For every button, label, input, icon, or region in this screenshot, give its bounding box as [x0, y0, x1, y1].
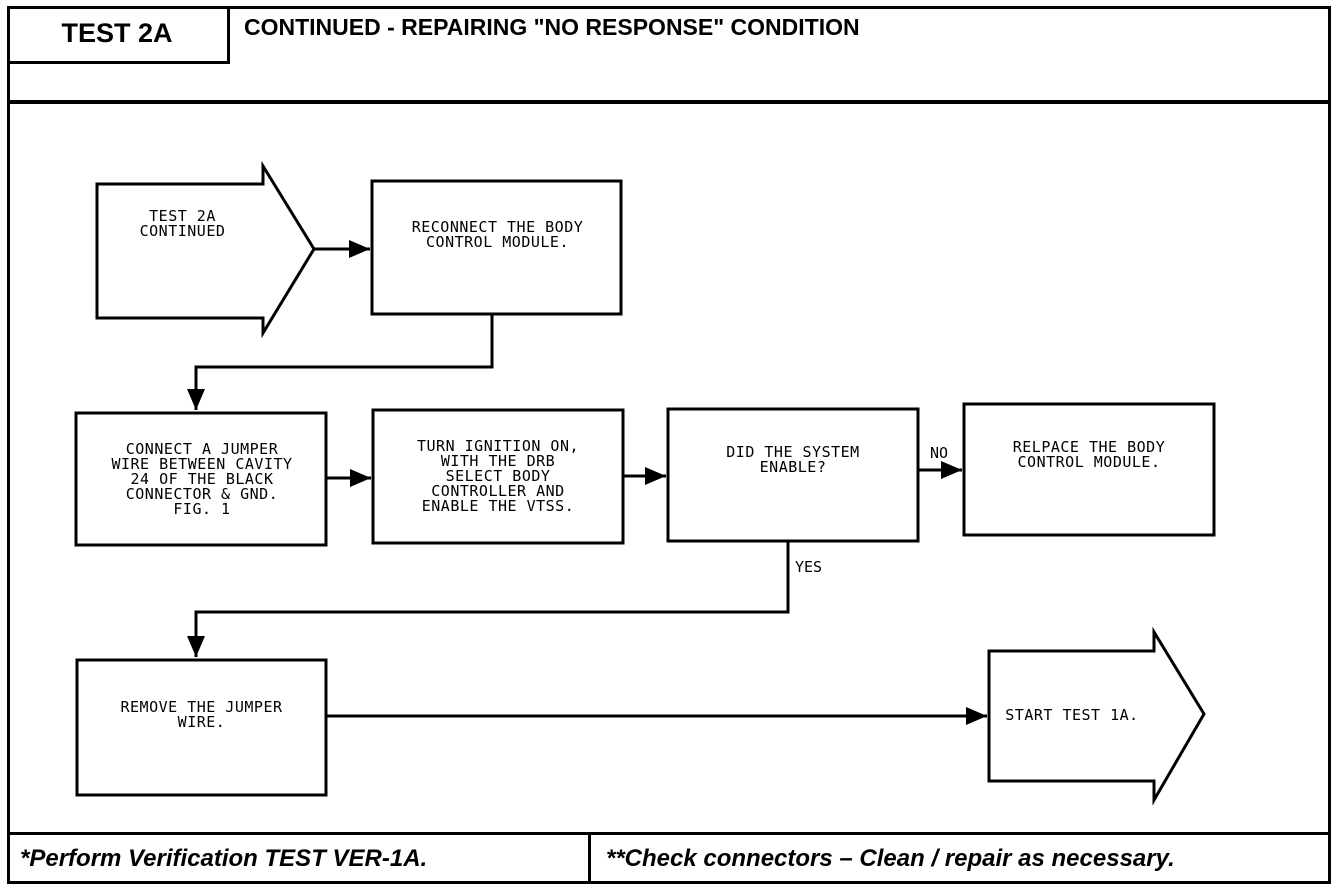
connector-decision-remove	[187, 541, 790, 657]
jumper-text: CONNECT A JUMPER WIRE BETWEEN CAVITY 24 …	[111, 439, 293, 518]
remove-box	[75, 658, 328, 797]
ignition-text: TURN IGNITION ON, WITH THE DRB SELECT BO…	[416, 436, 580, 515]
no-label: NO	[930, 444, 949, 462]
start-arrow-text: TEST 2A CONTINUED	[139, 207, 226, 240]
replace-text: RELPACE THE BODY CONTROL MODULE.	[1012, 438, 1166, 471]
header-divider	[7, 100, 1331, 104]
replace-box	[962, 402, 1216, 537]
end-arrow-text: START TEST 1A.	[1005, 705, 1139, 724]
footer-divider	[7, 832, 1331, 835]
footer-note-left: *Perform Verification TEST VER-1A.	[20, 845, 428, 872]
reconnect-text: RECONNECT THE BODY CONTROL MODULE.	[411, 218, 584, 251]
footer-separator	[588, 832, 591, 884]
decision-text: DID THE SYSTEM ENABLE?	[726, 443, 860, 476]
yes-label: YES	[795, 558, 823, 576]
end-arrow-shape	[987, 626, 1206, 806]
remove-text: REMOVE THE JUMPER WIRE.	[120, 698, 283, 731]
decision-box	[666, 407, 920, 543]
start-arrow-shape	[95, 160, 316, 339]
page-frame	[7, 6, 1331, 884]
jumper-box	[74, 411, 328, 547]
footer-note-right: **Check connectors – Clean / repair as n…	[606, 845, 1175, 872]
reconnect-box	[370, 179, 623, 316]
connector-reconnect-jumper	[187, 314, 494, 410]
test-id-box: TEST 2A	[7, 6, 230, 64]
page-title: CONTINUED - REPAIRING "NO RESPONSE" COND…	[244, 14, 860, 40]
